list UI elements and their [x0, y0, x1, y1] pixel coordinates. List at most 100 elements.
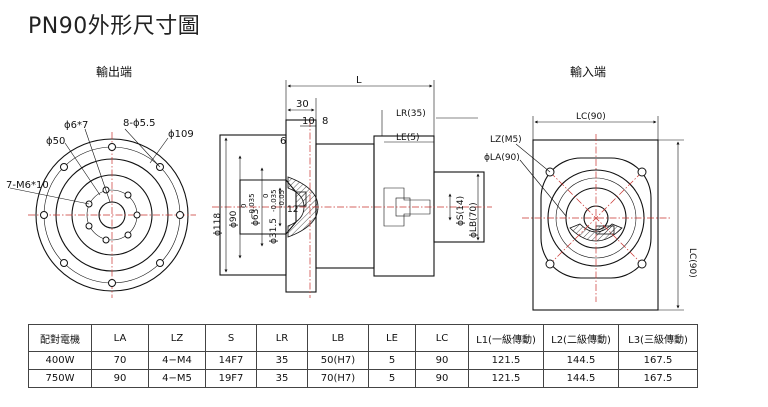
label-LZ: LZ(M5) [490, 135, 522, 145]
label-d31-5-tol: -0.05 [278, 190, 286, 208]
table-header-cell: LZ [148, 324, 206, 352]
table-cell: 90 [415, 369, 469, 388]
table-cell: 4−M5 [148, 369, 206, 388]
label-LC-side: LC(90) [687, 248, 697, 278]
table-cell: 70(H7) [307, 369, 369, 388]
label-LB: ϕLB(70) [469, 202, 479, 238]
output-end-view: 輸出端 [6, 64, 196, 298]
tapped-hole [133, 211, 141, 219]
table-cell: 144.5 [543, 351, 619, 370]
label-30: 30 [296, 99, 309, 110]
spec-table: 配對電機 LA LZ S LR LB LE LC L1(一級傳動) L2(二級傳… [28, 324, 698, 388]
input-end-view: 輸入端 LC(90) LZ(M5) ϕLA(90) LC(90) [484, 64, 697, 311]
label-d90: ϕ90 [229, 210, 239, 228]
table-cell: 144.5 [543, 369, 619, 388]
bolt-hole [108, 279, 116, 287]
label-LC: LC(90) [576, 112, 606, 122]
table-header-cell: L1(一級傳動) [468, 324, 544, 352]
label-d63-tol-top: 0 [262, 194, 270, 198]
key-section-hatch [295, 191, 307, 207]
bolt-hole [156, 259, 164, 267]
table-cell: 121.5 [468, 351, 544, 370]
input-coupling [383, 187, 431, 227]
label-d63: ϕ63 [251, 209, 261, 226]
technical-drawing: 輸出端 [6, 64, 697, 311]
table-cell: 400W [28, 351, 92, 370]
table-header-cell: LB [307, 324, 369, 352]
table-cell: 167.5 [618, 369, 698, 388]
bolt-hole [60, 163, 68, 171]
corner-hole [637, 259, 647, 269]
bolt-hole [176, 211, 184, 219]
leader-line [149, 137, 169, 164]
side-view: L 30 10 8 6 LR(35) LE(5) ϕ118 ϕ90 0 -0.0… [212, 75, 492, 298]
label-7-m6: 7-M6*10 [6, 180, 49, 191]
gear-body [315, 143, 375, 269]
label-L: L [356, 75, 362, 86]
label-10: 10 [302, 116, 315, 127]
table-cell: 167.5 [618, 351, 698, 370]
label-8: 8 [322, 116, 328, 127]
table-header-cell: L3(三級傳動) [618, 324, 698, 352]
input-square-flange [532, 139, 659, 311]
table-header-cell: LA [91, 324, 149, 352]
bolt-hole [40, 211, 48, 219]
tapped-hole [85, 222, 93, 230]
leader-line [64, 142, 101, 196]
table-header-cell: LE [368, 324, 416, 352]
table-header-row: 配對電機 LA LZ S LR LB LE LC L1(一級傳動) L2(二級傳… [28, 324, 698, 352]
label-d109: ϕ109 [168, 129, 194, 140]
label-12: 12 [287, 205, 298, 215]
table-header-cell: S [205, 324, 257, 352]
label-d50: ϕ50 [46, 136, 65, 147]
table-cell: 90 [91, 369, 149, 388]
input-view-title: 輸入端 [570, 64, 606, 79]
table-header-cell: L2(二級傳動) [543, 324, 619, 352]
table-row: 400W 70 4−M4 14F7 35 50(H7) 5 90 121.5 1… [28, 351, 698, 370]
table-cell: 35 [256, 351, 308, 370]
table-cell: 90 [415, 351, 469, 370]
corner-hole [545, 259, 555, 269]
leader-line [9, 187, 90, 205]
label-S: ϕS(14) [456, 196, 466, 226]
tapped-hole [102, 236, 110, 244]
label-d31-5: ϕ31.5 [269, 218, 279, 244]
label-d90-tol-bot: -0.035 [248, 193, 256, 216]
table-header-cell: 配對電機 [28, 324, 92, 352]
corner-hole [637, 167, 647, 177]
input-body [373, 135, 435, 277]
table-header-cell: LC [415, 324, 469, 352]
label-LR: LR(35) [396, 109, 426, 119]
bolt-hole [60, 259, 68, 267]
table-cell: 70 [91, 351, 149, 370]
label-LA: ϕLA(90) [484, 153, 520, 163]
tapped-hole [124, 231, 132, 239]
bolt-hole [108, 143, 116, 151]
leader-line [519, 159, 567, 217]
table-cell: 14F7 [205, 351, 257, 370]
label-8-holes: 8-ϕ5.5 [123, 118, 155, 129]
table-cell: 19F7 [205, 369, 257, 388]
table-row: 750W 90 4−M5 19F7 35 70(H7) 5 90 121.5 1… [28, 369, 698, 388]
label-hole-6x7: ϕ6*7 [64, 120, 88, 131]
label-d90-tol-top: 0 [240, 204, 248, 208]
tapped-hole [124, 191, 132, 199]
outer-bolt-holes [40, 143, 184, 287]
table-cell: 121.5 [468, 369, 544, 388]
table-cell: 750W [28, 369, 92, 388]
output-view-title: 輸出端 [96, 64, 132, 79]
table-header-cell: LR [256, 324, 308, 352]
leader-line [124, 128, 161, 168]
table-cell: 5 [368, 351, 416, 370]
input-screw-hatch [595, 225, 615, 235]
label-6: 6 [280, 136, 286, 147]
label-LE: LE(5) [396, 133, 419, 143]
table-cell: 5 [368, 369, 416, 388]
label-d118: ϕ118 [213, 213, 223, 236]
leader-line [84, 128, 111, 203]
table-cell: 4−M4 [148, 351, 206, 370]
input-diagonal-center-line [549, 171, 643, 265]
inner-tapped-holes [85, 186, 141, 244]
label-d63-tol-bot: -0.035 [270, 189, 278, 212]
leader-line [515, 143, 551, 173]
